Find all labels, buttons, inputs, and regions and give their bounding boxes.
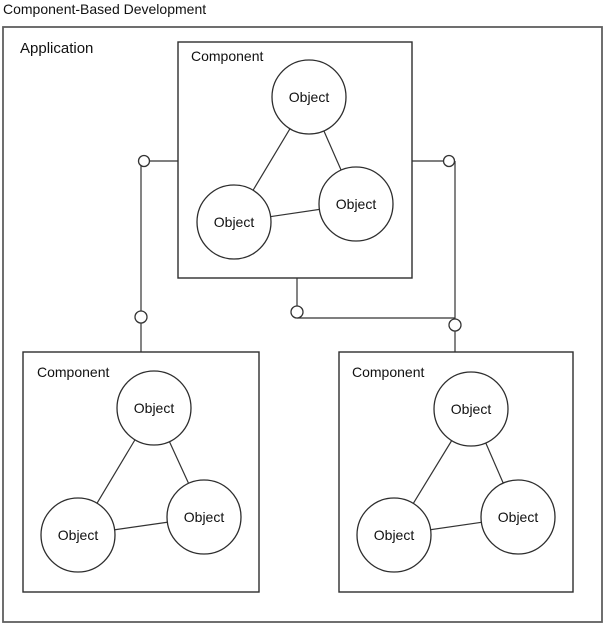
object-label: Object bbox=[214, 214, 255, 230]
interface-port bbox=[290, 305, 304, 319]
component-top: Component Object Object Object bbox=[177, 41, 413, 279]
interface-port bbox=[137, 154, 151, 168]
interface-port bbox=[448, 318, 462, 332]
object-label: Object bbox=[498, 509, 539, 525]
object-node bbox=[318, 166, 394, 242]
object-label: Object bbox=[289, 89, 330, 105]
diagram-title: Component-Based Development bbox=[3, 1, 206, 17]
application-box bbox=[2, 26, 603, 623]
object-node bbox=[116, 370, 192, 446]
object-node bbox=[433, 371, 509, 447]
object-label: Object bbox=[58, 527, 99, 543]
object-node bbox=[271, 59, 347, 135]
object-node bbox=[196, 184, 272, 260]
object-label: Object bbox=[134, 400, 175, 416]
object-node bbox=[480, 479, 556, 555]
component-bottom-left: Component Object Object Object bbox=[22, 351, 260, 593]
interface-port bbox=[442, 154, 456, 168]
component-label: Component bbox=[352, 364, 424, 380]
interface-ports bbox=[134, 154, 462, 332]
component-bottom-right: Component Object Object Object bbox=[338, 351, 574, 593]
object-node bbox=[40, 497, 116, 573]
application-label: Application bbox=[20, 40, 93, 57]
object-node bbox=[356, 497, 432, 573]
interface-port bbox=[134, 310, 148, 324]
object-label: Object bbox=[451, 401, 492, 417]
object-label: Object bbox=[374, 527, 415, 543]
component-label: Component bbox=[191, 48, 263, 64]
object-label: Object bbox=[336, 196, 377, 212]
object-label: Object bbox=[184, 509, 225, 525]
component-label: Component bbox=[37, 364, 109, 380]
object-node bbox=[166, 479, 242, 555]
